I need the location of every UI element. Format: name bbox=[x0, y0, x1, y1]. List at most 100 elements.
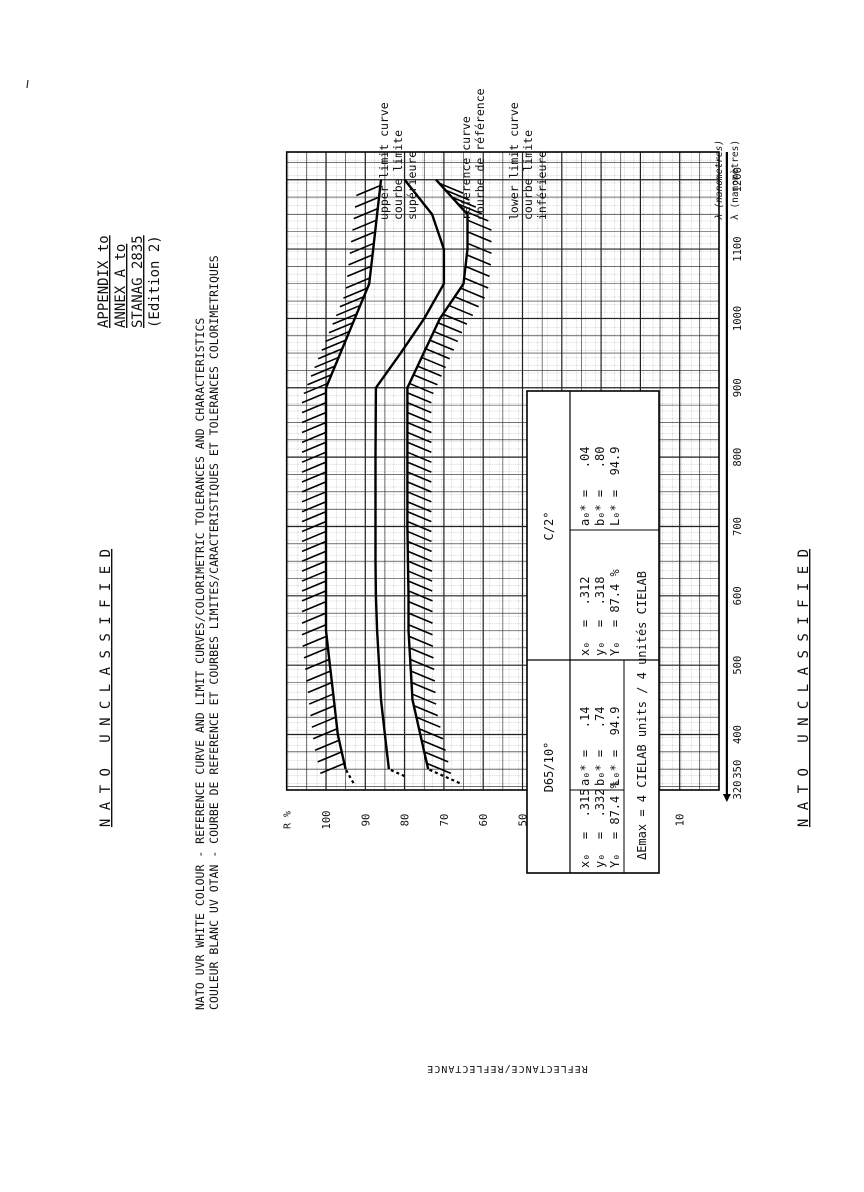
hatch-mark bbox=[308, 693, 334, 705]
hatch-mark bbox=[301, 623, 327, 636]
hatch-mark bbox=[407, 411, 432, 424]
d65-b0: b₀* = .74 bbox=[593, 707, 607, 786]
x-axis-arrow bbox=[722, 794, 731, 802]
hatch-mark bbox=[457, 203, 483, 215]
c2-y0: y₀ = .318 bbox=[593, 577, 607, 656]
hatch-mark bbox=[407, 530, 432, 543]
ylabel: REFLECTANCE/REFLECTANCE bbox=[426, 1063, 587, 1074]
hatch-mark bbox=[306, 670, 331, 682]
hatch-mark bbox=[307, 374, 332, 386]
hatch-mark bbox=[408, 623, 433, 636]
xlabel-en: λ (nanometres) bbox=[714, 140, 725, 220]
y-tick-label: 70 bbox=[439, 814, 451, 827]
legend-upper-line-2: courbe limite bbox=[391, 130, 405, 220]
table-frame bbox=[526, 390, 660, 874]
hatch-mark bbox=[408, 590, 433, 602]
d65-y0: y₀ = .332 bbox=[593, 789, 607, 868]
hatch-mark bbox=[301, 411, 327, 424]
hatch-mark bbox=[416, 716, 441, 728]
hatch-mark bbox=[325, 330, 350, 343]
hatch-mark bbox=[408, 612, 433, 624]
hatch-mark bbox=[466, 254, 492, 266]
series-dashed-start-1 bbox=[388, 768, 406, 778]
series-dashed-start-0 bbox=[344, 768, 355, 784]
d65-Y0: Y₀ = 87.4 % bbox=[608, 781, 622, 868]
hatch-mark bbox=[353, 207, 379, 220]
hatch-mark bbox=[411, 693, 437, 705]
legend: upper limit curve courbe limite supérieu… bbox=[377, 88, 549, 220]
hatch-mark bbox=[304, 658, 330, 671]
hatch-mark bbox=[421, 356, 446, 369]
hatch-mark bbox=[407, 500, 432, 513]
hatch-mark bbox=[407, 481, 432, 493]
hatch-mark bbox=[411, 681, 436, 694]
legend-lower: lower limit curve courbe limite inférieu… bbox=[507, 102, 549, 220]
hatch-mark bbox=[301, 491, 327, 503]
hatch-mark bbox=[437, 322, 463, 334]
hatch-mark bbox=[407, 391, 432, 404]
hatch-mark bbox=[407, 461, 432, 473]
hatch-mark bbox=[303, 382, 329, 395]
title-fr: COULEUR BLANC UV OTAN - COURBE DE REFERE… bbox=[207, 255, 221, 1010]
hatch-mark bbox=[301, 451, 327, 463]
classification-bottom: N A T O U N C L A S S I F I E D bbox=[796, 549, 812, 827]
hatch-mark bbox=[301, 540, 327, 553]
hatch-mark bbox=[301, 530, 327, 543]
hatch-mark bbox=[460, 287, 485, 299]
hatch-mark bbox=[328, 322, 354, 334]
hatch-mark bbox=[301, 600, 327, 613]
x-tick-label: 320 bbox=[732, 781, 744, 800]
hatch-mark bbox=[413, 374, 438, 386]
legend-reference: reference curve courbe de référence bbox=[459, 88, 487, 220]
hatch-mark bbox=[425, 348, 451, 360]
hatch-mark bbox=[349, 242, 375, 255]
hatch-mark bbox=[407, 471, 432, 483]
hatch-mark bbox=[438, 182, 464, 194]
plot-frame bbox=[285, 151, 720, 791]
legend-upper-line-1: upper limit curve bbox=[377, 102, 391, 220]
x-tick-label: 900 bbox=[732, 378, 744, 397]
hatch-mark bbox=[314, 739, 340, 752]
hatch-mark bbox=[407, 401, 432, 414]
hatch-mark bbox=[407, 570, 433, 582]
x-tick-label: 600 bbox=[732, 586, 744, 605]
hatch-mark bbox=[409, 658, 435, 671]
hatch-mark bbox=[320, 762, 345, 775]
hatch-mark bbox=[307, 681, 333, 694]
hatch-mark bbox=[421, 739, 446, 752]
series-layer bbox=[324, 178, 469, 785]
legend-reference-line-1: reference curve bbox=[459, 116, 473, 220]
axis-layer: 3203504005006007008009001000110012001020… bbox=[283, 152, 744, 829]
y-tick-label: 90 bbox=[360, 814, 372, 827]
hatch-mark bbox=[339, 296, 365, 308]
hatch-mark bbox=[348, 254, 373, 266]
hatch-mark bbox=[407, 560, 433, 572]
hatch-mark bbox=[301, 441, 327, 454]
hatch-mark bbox=[454, 296, 480, 308]
xlabel-fr: λ (nanomètres) bbox=[730, 140, 741, 220]
hatch-mark bbox=[303, 647, 329, 659]
appendix-line-3: STANAG 2835 bbox=[130, 235, 146, 328]
hatch-mark bbox=[314, 356, 339, 369]
hatch-mark bbox=[407, 451, 432, 463]
hatch-mark bbox=[467, 231, 492, 243]
hatch-mark bbox=[310, 704, 335, 717]
hatch-mark bbox=[407, 421, 432, 434]
classification-top: N A T O U N C L A S S I F I E D bbox=[98, 549, 114, 827]
legend-lower-line-3: inférieure bbox=[535, 151, 549, 220]
hatch-mark bbox=[451, 196, 477, 208]
x-tick-label: 1100 bbox=[732, 236, 744, 261]
series-line-1 bbox=[374, 178, 446, 770]
legend-reference-line-2: courbe de référence bbox=[473, 88, 487, 220]
y-tick-label: 10 bbox=[675, 814, 687, 827]
hatch-mark bbox=[343, 287, 368, 299]
scan-mark bbox=[26, 79, 29, 89]
delta-e-max: ΔEmax = 4 CIELAB units / 4 unités CIELAB bbox=[635, 571, 649, 860]
hatch-mark bbox=[335, 304, 361, 317]
hatch-mark bbox=[301, 471, 327, 483]
x-tick-label: 1000 bbox=[732, 306, 744, 331]
hatch-mark bbox=[321, 339, 347, 351]
hatch-mark bbox=[346, 265, 372, 278]
hatch-mark bbox=[301, 520, 327, 533]
